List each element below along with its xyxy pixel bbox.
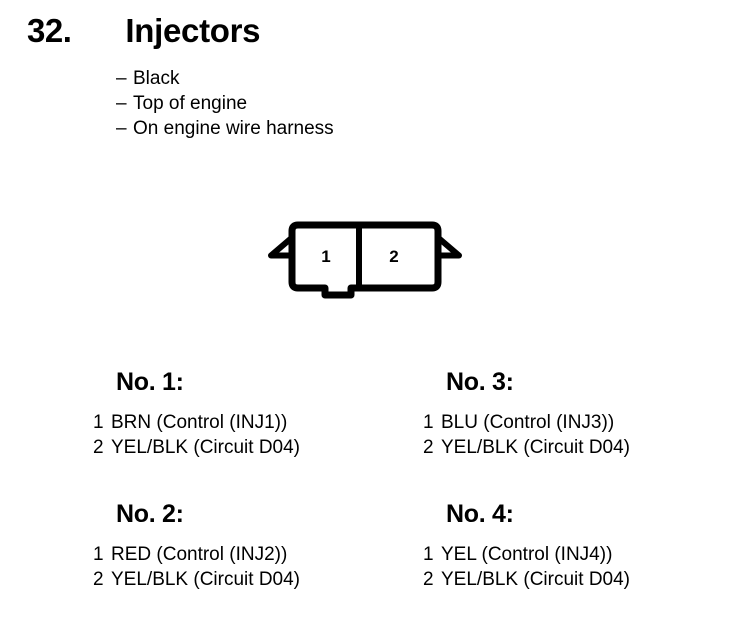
- pin-number: 1: [93, 544, 104, 565]
- cavity-label-2: 2: [389, 247, 398, 266]
- dash-icon: –: [116, 118, 127, 139]
- dash-icon: –: [116, 68, 127, 89]
- pin-list: 1 RED (Control (INJ2)) 2 YEL/BLK (Circui…: [93, 542, 413, 592]
- group-title: No. 4:: [446, 500, 514, 528]
- connector-body: [288, 221, 442, 299]
- attribute-label: On engine wire harness: [133, 118, 334, 139]
- attribute-label: Top of engine: [133, 93, 248, 114]
- pinout-group-4: No. 4: 1 YEL (Control (INJ4)) 2 YEL/BLK …: [423, 498, 736, 592]
- group-title: No. 1:: [116, 368, 184, 396]
- pin-number: 1: [423, 412, 434, 433]
- pin-row: 1 YEL (Control (INJ4)): [423, 542, 736, 567]
- pinout-group-1: No. 1: 1 BRN (Control (INJ1)) 2 YEL/BLK …: [93, 366, 413, 460]
- pinout-group-3: No. 3: 1 BLU (Control (INJ3)) 2 YEL/BLK …: [423, 366, 736, 460]
- attribute-list: – Black – Top of engine – On engine wire…: [116, 66, 536, 141]
- pin-number: 2: [423, 437, 434, 458]
- attribute-item: – On engine wire harness: [116, 116, 536, 141]
- pin-description: YEL/BLK (Circuit D04): [111, 569, 301, 590]
- pin-row: 1 BRN (Control (INJ1)): [93, 410, 413, 435]
- pin-description: RED (Control (INJ2)): [111, 544, 288, 565]
- pin-number: 2: [93, 569, 104, 590]
- group-title: No. 2:: [116, 500, 184, 528]
- pin-description: YEL (Control (INJ4)): [441, 544, 613, 565]
- page-title: 32. Injectors: [27, 12, 261, 49]
- dash-icon: –: [116, 93, 127, 114]
- component-name: Injectors: [125, 12, 261, 49]
- pin-row: 2 YEL/BLK (Circuit D04): [423, 435, 736, 460]
- pin-row: 2 YEL/BLK (Circuit D04): [423, 567, 736, 592]
- attribute-label: Black: [133, 68, 180, 89]
- connector-outline-svg: 1 2: [268, 221, 462, 299]
- attribute-item: – Black: [116, 66, 536, 91]
- pin-description: YEL/BLK (Circuit D04): [111, 437, 301, 458]
- group-title: No. 3:: [446, 368, 514, 396]
- pin-list: 1 YEL (Control (INJ4)) 2 YEL/BLK (Circui…: [423, 542, 736, 592]
- connector-diagram: 1 2: [262, 212, 468, 304]
- pin-number: 1: [93, 412, 104, 433]
- cavity-label-1: 1: [321, 247, 330, 266]
- pin-description: BLU (Control (INJ3)): [441, 412, 615, 433]
- pin-row: 1 BLU (Control (INJ3)): [423, 410, 736, 435]
- pinout-group-2: No. 2: 1 RED (Control (INJ2)) 2 YEL/BLK …: [93, 498, 413, 592]
- pin-description: YEL/BLK (Circuit D04): [441, 569, 631, 590]
- pin-description: BRN (Control (INJ1)): [111, 412, 288, 433]
- pin-list: 1 BLU (Control (INJ3)) 2 YEL/BLK (Circui…: [423, 410, 736, 460]
- pin-description: YEL/BLK (Circuit D04): [441, 437, 631, 458]
- pin-row: 2 YEL/BLK (Circuit D04): [93, 435, 413, 460]
- item-number: 32.: [27, 12, 72, 49]
- pin-number: 2: [423, 569, 434, 590]
- pin-number: 1: [423, 544, 434, 565]
- attribute-item: – Top of engine: [116, 91, 536, 116]
- pin-number: 2: [93, 437, 104, 458]
- pin-row: 1 RED (Control (INJ2)): [93, 542, 413, 567]
- pin-row: 2 YEL/BLK (Circuit D04): [93, 567, 413, 592]
- pin-list: 1 BRN (Control (INJ1)) 2 YEL/BLK (Circui…: [93, 410, 413, 460]
